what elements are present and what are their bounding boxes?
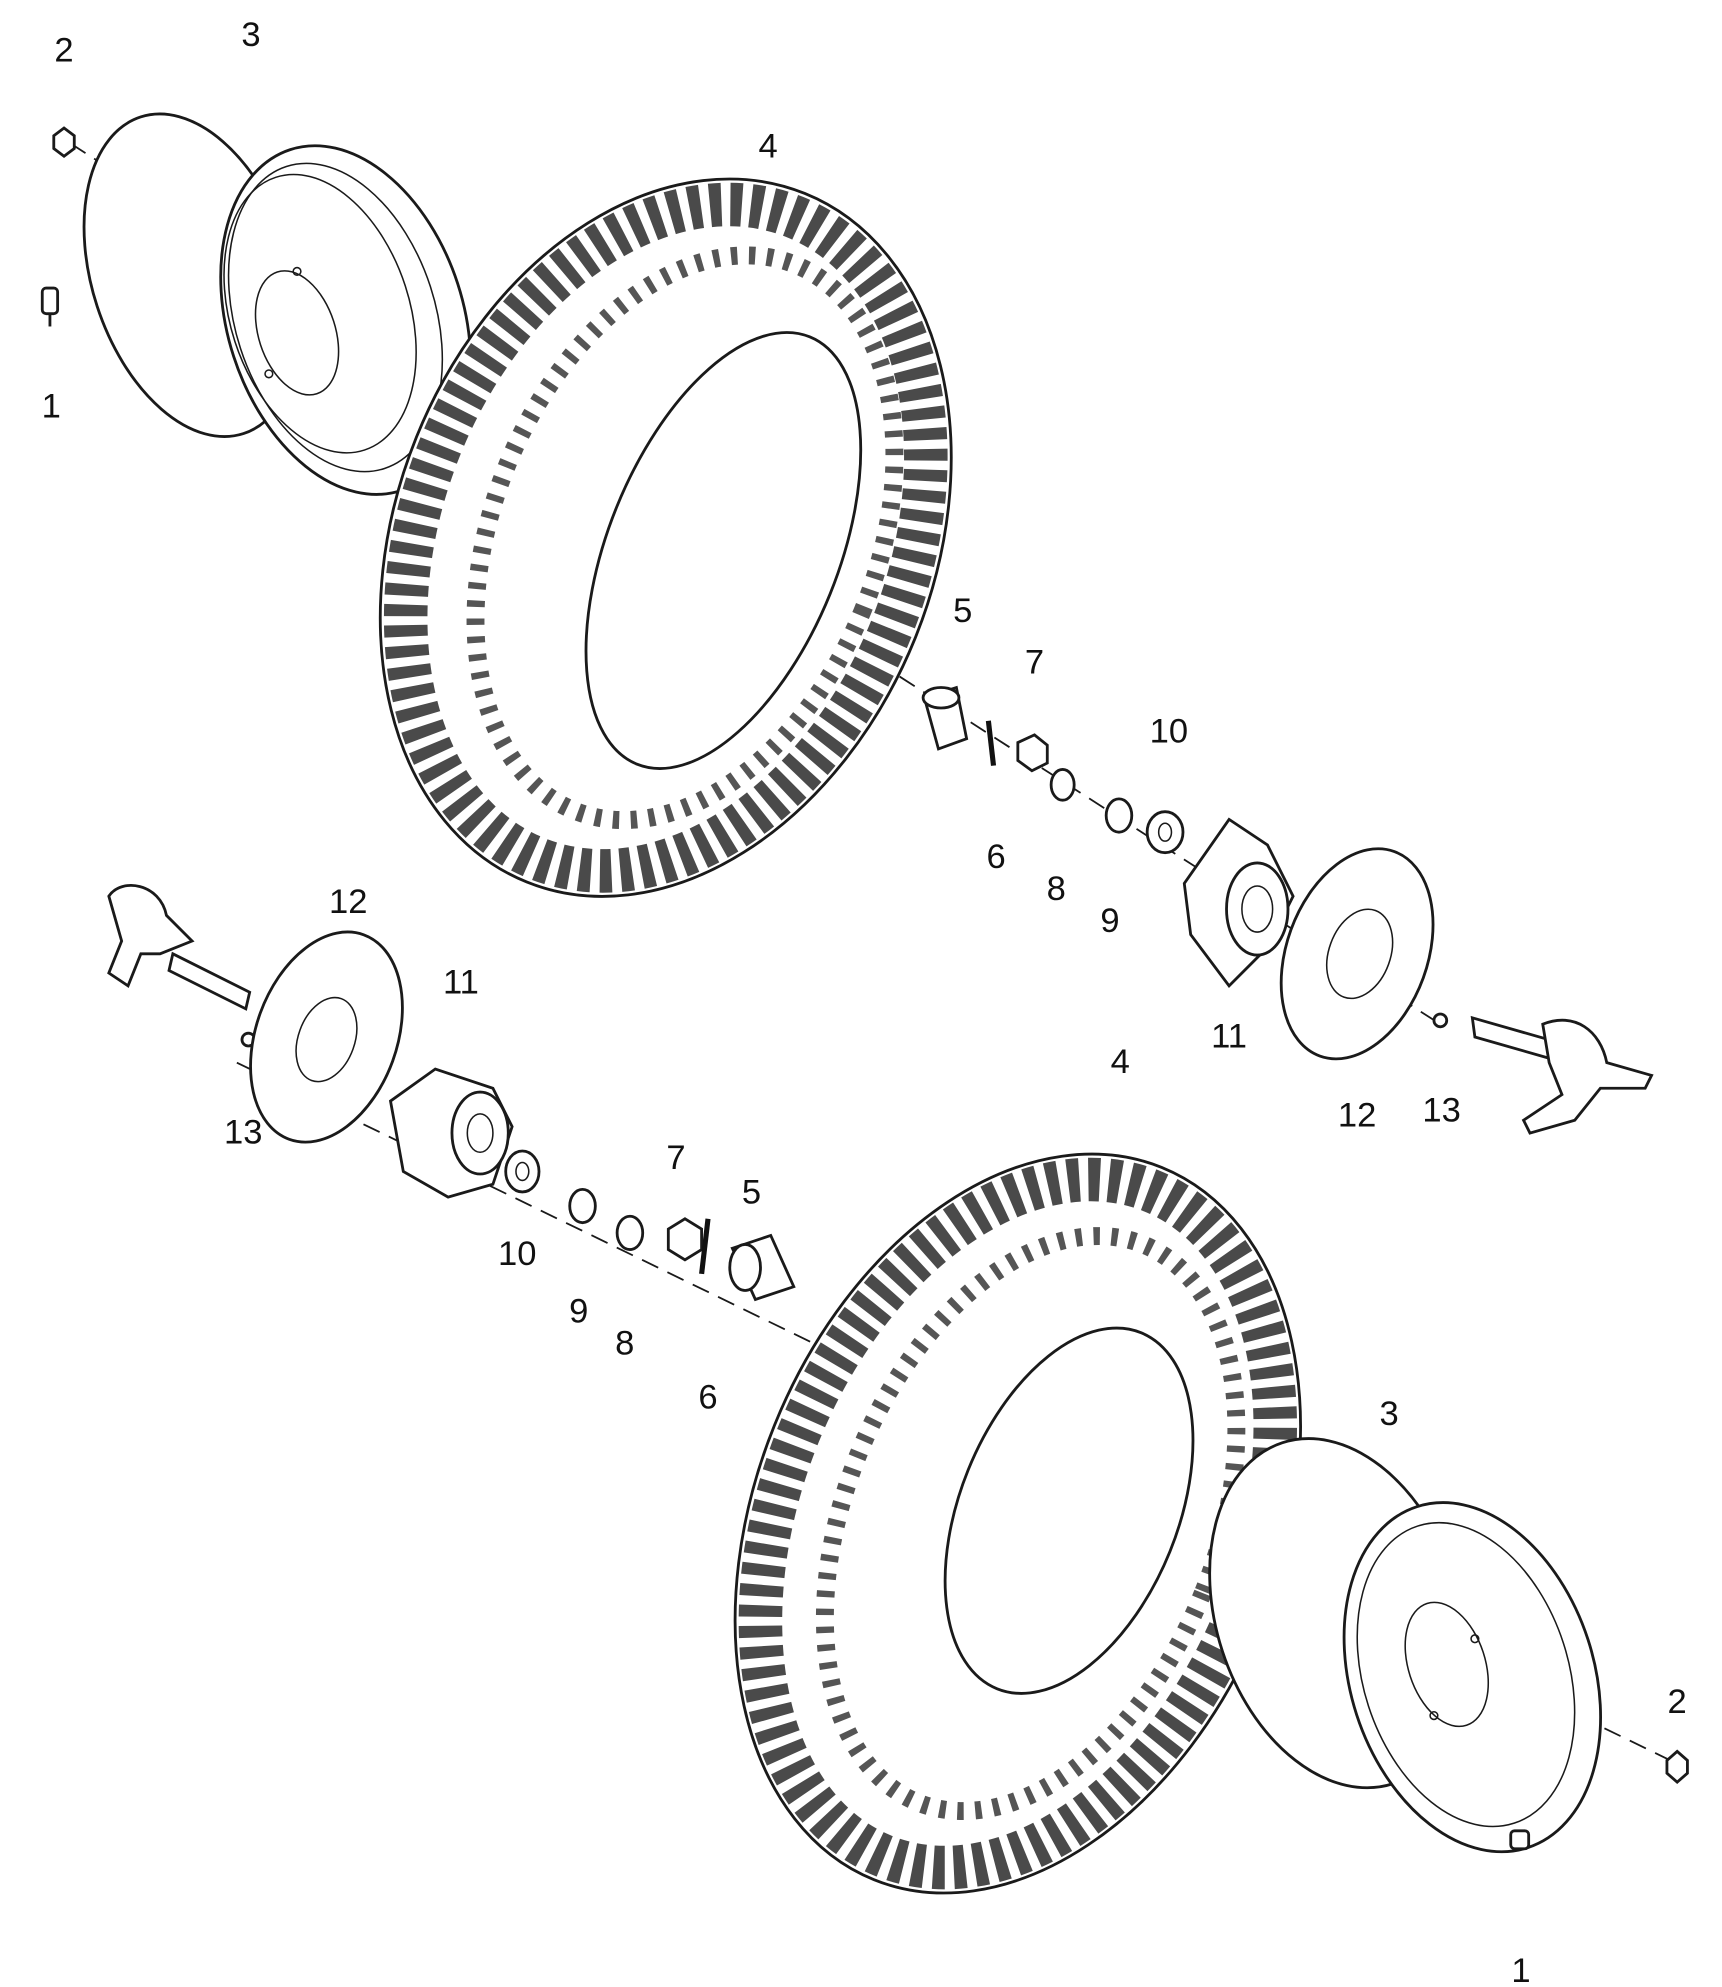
rim-top [82,112,473,496]
hub-cap-bottom [728,1233,796,1302]
callout-top-13: 13 [1422,1092,1460,1130]
callout-top-5: 5 [953,592,972,630]
callout-bot-13: 13 [224,1113,262,1151]
castle-nut-bottom [666,1217,704,1262]
cotter-pin-bottom [699,1218,711,1275]
spindle-knuckle-left [107,884,252,1011]
callout-top-2: 2 [54,31,73,69]
tire-top [378,177,953,898]
washer-10-bottom [504,1149,541,1194]
callout-bot-7: 7 [666,1139,685,1177]
valve-stem-bottom [1509,1829,1531,1851]
brake-disc-bottom [249,930,404,1144]
callout-bot-1: 1 [1511,1952,1530,1987]
bolt-13-top [1432,1012,1449,1029]
hub-cap-top [921,685,969,751]
washer-9-top [1104,797,1134,834]
callout-bot-5: 5 [742,1173,761,1211]
callout-bot-4: 4 [1111,1043,1130,1081]
callout-top-10: 10 [1150,713,1188,751]
washer-9-bottom [568,1187,597,1225]
callout-bot-9: 9 [569,1293,588,1331]
callout-bot-12: 12 [329,883,367,921]
callout-top-9: 9 [1100,902,1119,940]
valve-stem-top [40,286,60,327]
lug-nut-bottom [1665,1749,1689,1785]
brake-disc-top [1279,847,1435,1061]
callout-top-12: 12 [1338,1097,1376,1135]
lug-nut-top [52,126,76,158]
callout-bot-11: 11 [443,964,479,1002]
callout-top-1: 1 [42,387,61,425]
callout-bot-10: 10 [498,1235,536,1273]
washer-8-top [1049,768,1076,802]
callout-bot-2: 2 [1668,1683,1687,1721]
callout-top-3: 3 [241,16,260,54]
rim-bottom [1208,1437,1602,1854]
callout-top-7: 7 [1025,643,1044,681]
callout-top-6: 6 [986,838,1005,876]
cotter-pin-top [985,720,997,766]
callout-top-11: 11 [1211,1017,1247,1055]
washer-8-bottom [615,1214,645,1251]
callout-bot-3: 3 [1380,1395,1399,1433]
callout-top-4: 4 [759,127,778,165]
callout-bot-6: 6 [698,1378,717,1416]
spindle-knuckle-right [1470,1015,1654,1135]
callout-top-8: 8 [1047,870,1066,908]
hub-top [1182,817,1295,988]
callout-bot-8: 8 [615,1325,634,1363]
hub-bottom [388,1067,514,1199]
washer-10-top [1145,810,1185,855]
castle-nut-top [1016,733,1049,773]
